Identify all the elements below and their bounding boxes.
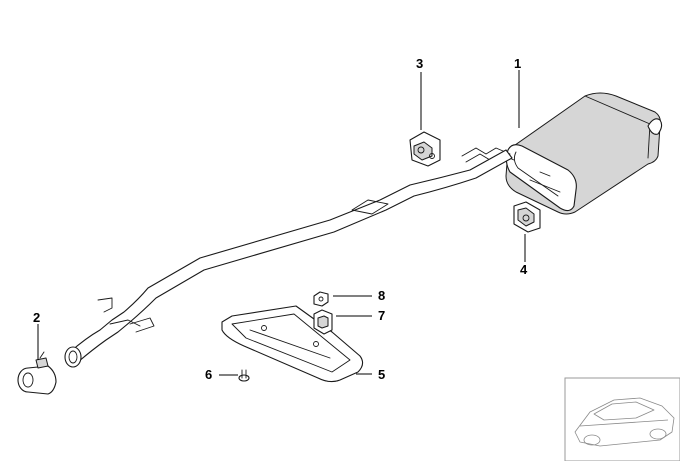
screw[interactable] bbox=[238, 369, 250, 382]
rubber-mount-small[interactable] bbox=[313, 309, 333, 335]
callout-8: 8 bbox=[378, 288, 385, 303]
callout-4: 4 bbox=[520, 262, 528, 277]
rear-silencer[interactable] bbox=[505, 92, 663, 215]
callout-5: 5 bbox=[378, 367, 385, 382]
vehicle-thumbnail bbox=[564, 377, 680, 461]
callout-2: 2 bbox=[33, 310, 40, 325]
callout-7: 7 bbox=[378, 308, 385, 323]
callout-3: 3 bbox=[416, 56, 423, 71]
callout-1: 1 bbox=[514, 56, 521, 71]
rubber-mount-lower[interactable] bbox=[513, 201, 541, 233]
hex-nut[interactable] bbox=[313, 291, 329, 307]
pipe-clamp[interactable] bbox=[17, 351, 57, 395]
leader-lines bbox=[37, 70, 526, 376]
exhaust-pipe[interactable] bbox=[64, 149, 513, 368]
rubber-mount-upper[interactable] bbox=[409, 131, 441, 167]
callout-6: 6 bbox=[205, 367, 212, 382]
heat-shield-plate[interactable] bbox=[221, 305, 364, 383]
